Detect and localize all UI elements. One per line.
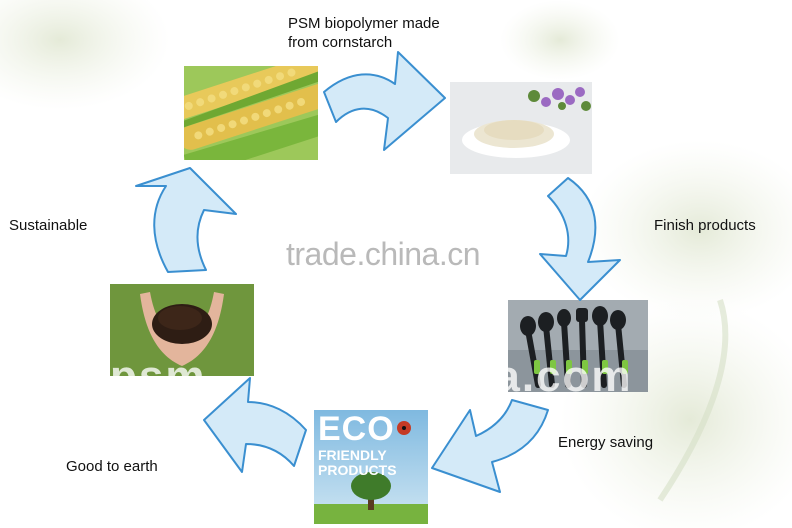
eco-line1: ECO	[318, 410, 395, 448]
label-good-to-earth: Good to earth	[66, 458, 158, 475]
label-energy-saving: Energy saving	[558, 434, 654, 451]
label-sustainable: Sustainable	[9, 217, 88, 234]
label-psm-biopolymer: PSM biopolymer made from cornstarch	[288, 15, 440, 51]
watermark-main: trade.china.cn	[286, 236, 481, 272]
eco-line3: PRODUCTS	[318, 462, 397, 478]
eco-friendly-products-image	[314, 410, 428, 524]
label-finish-products: Finish products	[654, 217, 756, 234]
soil-in-hands-image	[110, 284, 254, 376]
biopolymer-pellets-image	[450, 82, 592, 174]
corn-image	[184, 66, 318, 160]
eco-logo-text: ECO FRIENDLY PRODUCTS	[318, 412, 424, 477]
watermark-right: aba.com	[440, 352, 633, 401]
kitchen-utensils-image	[508, 300, 648, 392]
watermark-left: psm	[110, 352, 207, 401]
eco-line2: FRIENDLY	[318, 447, 387, 463]
